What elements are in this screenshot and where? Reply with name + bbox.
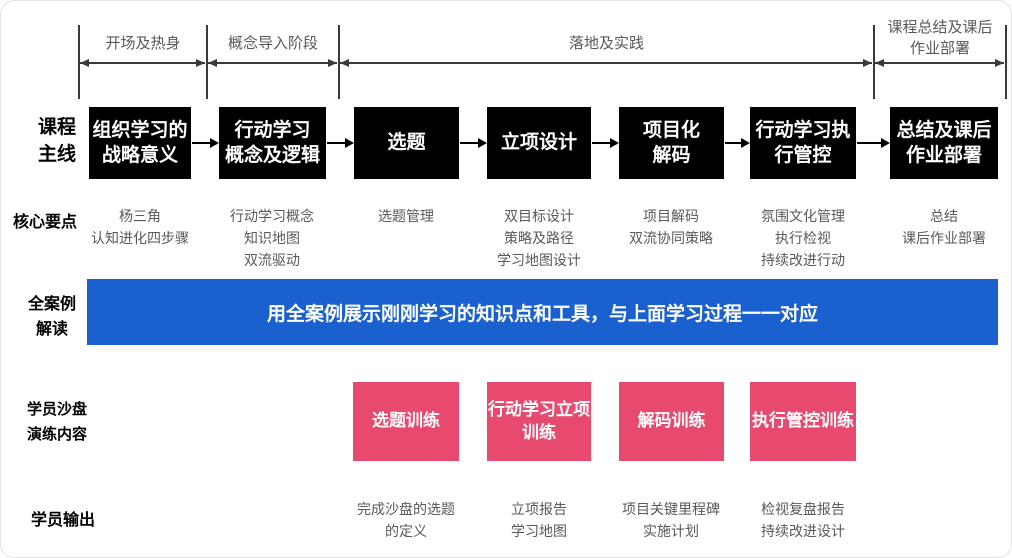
key-points-column: 双目标设计 策略及路径 学习地图设计 (497, 208, 581, 268)
case-row-label: 全案例 解读 (27, 296, 76, 338)
phase-label: 概念导入阶段 (227, 35, 318, 52)
practice-row-label: 学员沙盘 演练内容 (26, 401, 87, 443)
practice-box-control-training: 执行管控训练 (750, 382, 856, 461)
phase-label: 落地及实践 (568, 35, 644, 52)
practice-box-decoding-training: 解码训练 (619, 382, 724, 461)
step-box-project-design: 立项设计 (487, 107, 591, 179)
phase-label: 开场及热身 (105, 35, 181, 52)
double-arrow-icon (340, 59, 872, 67)
full-case-banner: 用全案例展示刚刚学习的知识点和工具，与上面学习过程一一对应 (87, 279, 998, 345)
arrow-right-icon (592, 138, 619, 148)
step-box-strategic-meaning: 组织学习的 战略意义 (89, 107, 191, 179)
phase-label: 课程总结及课后 作业部署 (887, 19, 993, 57)
main-row-label: 课程 主线 (37, 117, 76, 165)
output-column: 立项报告 学习地图 (511, 501, 567, 539)
timeline-tick (873, 25, 875, 99)
timeline-tick (206, 25, 208, 99)
step-box-project-decoding: 项目化 解码 (619, 107, 724, 179)
timeline-tick (78, 25, 80, 99)
output-column: 完成沙盘的选题 的定义 (357, 501, 455, 539)
arrow-right-icon (327, 138, 354, 148)
output-column: 检视复盘报告 持续改进设计 (761, 501, 845, 539)
practice-box-topic-training: 选题训练 (353, 382, 459, 461)
key-points-column: 总结 课后作业部署 (902, 208, 986, 246)
arrow-right-icon (857, 138, 890, 148)
key-points-column: 杨三角 认知进化四步骤 (91, 208, 189, 246)
double-arrow-icon (875, 59, 1004, 67)
double-arrow-icon (208, 59, 337, 67)
key-points-column: 项目解码 双流协同策略 (629, 208, 713, 246)
output-row-label: 学员输出 (31, 512, 96, 529)
timeline-tick (338, 25, 340, 99)
double-arrow-icon (80, 59, 205, 67)
step-box-execution-control: 行动学习执 行管控 (750, 107, 856, 179)
key-points-row-label: 核心要点 (13, 214, 78, 231)
practice-box-project-training: 行动学习立项 训练 (487, 382, 591, 461)
arrow-right-icon (460, 138, 487, 148)
arrow-right-icon (725, 138, 750, 148)
output-column: 项目关键里程碑 实施计划 (622, 501, 720, 539)
step-box-topic-selection: 选题 (354, 107, 459, 179)
key-points-column: 氛围文化管理 执行检视 持续改进行动 (761, 208, 845, 268)
arrow-right-icon (192, 138, 219, 148)
timeline-tick (1005, 25, 1007, 99)
step-box-summary-homework: 总结及课后 作业部署 (890, 107, 998, 179)
key-points-column: 行动学习概念 知识地图 双流驱动 (230, 208, 314, 268)
key-points-column: 选题管理 (378, 208, 434, 224)
step-box-concept-logic: 行动学习 概念及逻辑 (219, 107, 326, 179)
